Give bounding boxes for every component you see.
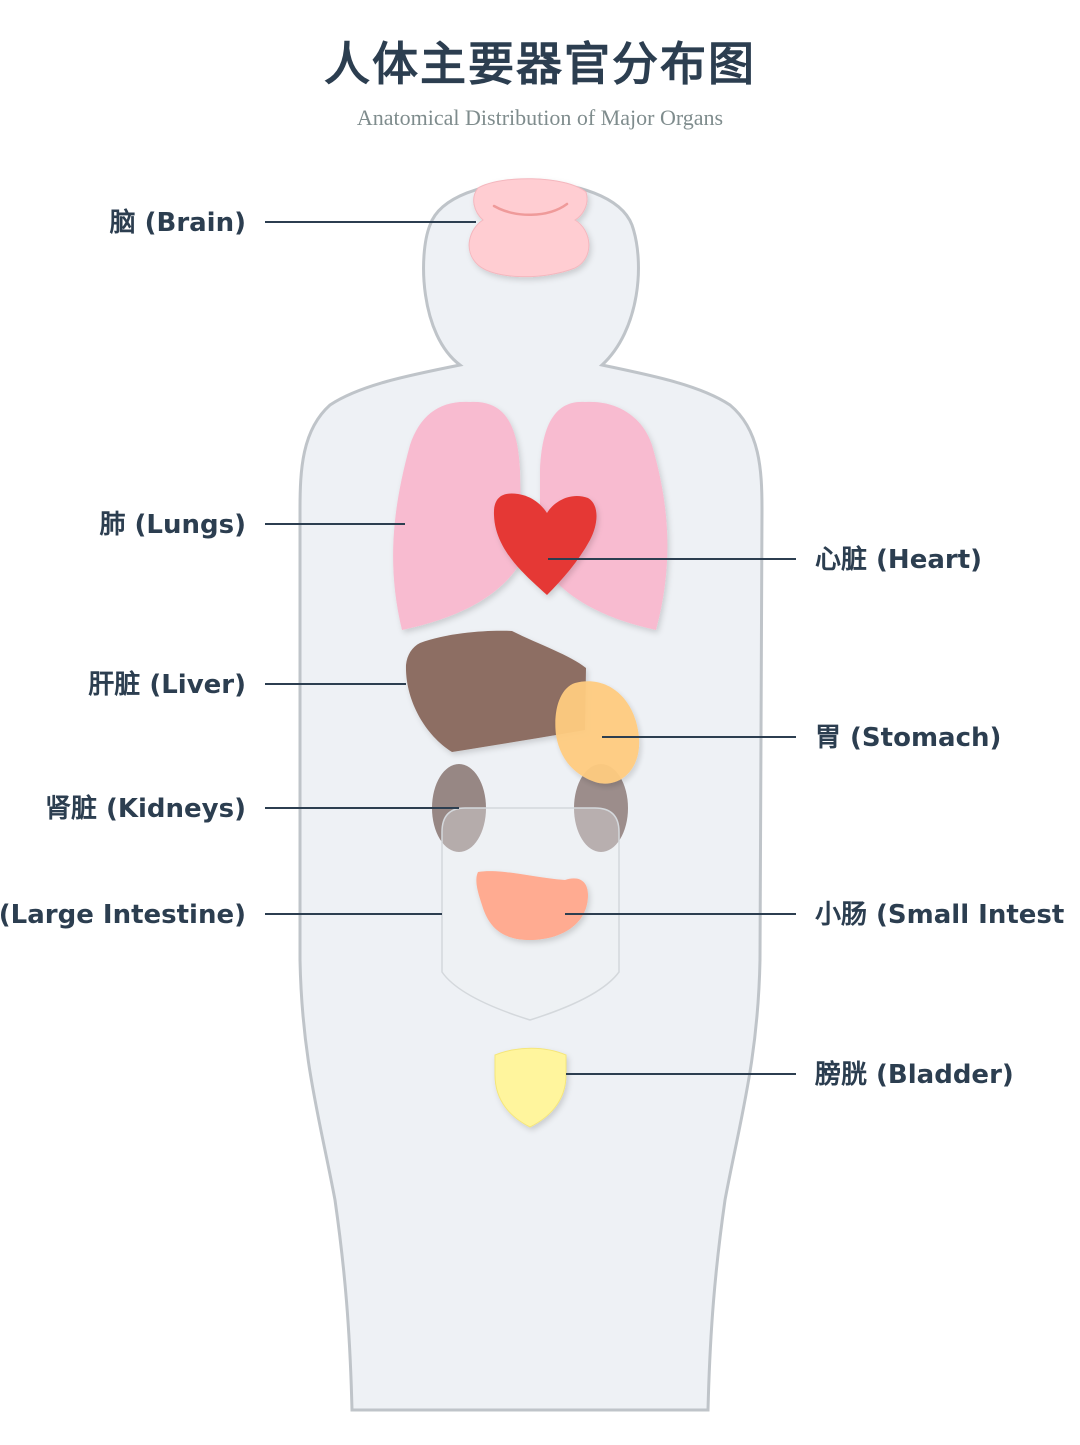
heart-organ[interactable] <box>493 493 597 595</box>
brain-organ[interactable] <box>468 178 590 278</box>
bladder-label: 膀胱 (Bladder) <box>814 1059 1014 1090</box>
small-intestine-organ[interactable] <box>476 871 588 940</box>
brain-label: 脑 (Brain) <box>110 208 246 238</box>
heart-label: 心脏 (Heart) <box>815 544 982 575</box>
large-intestine-label: (Large Intestine) <box>0 900 246 930</box>
lungs-organ[interactable] <box>393 401 668 630</box>
stomach-organ[interactable] <box>555 681 640 784</box>
small-intestine-label: 小肠 (Small Intest <box>815 900 1064 930</box>
lungs-label: 肺 (Lungs) <box>100 510 247 540</box>
body-silhouette <box>298 180 764 1412</box>
kidneys-label: 肾脏 (Kidneys) <box>45 793 246 824</box>
page-subtitle: Anatomical Distribution of Major Organs <box>356 105 724 130</box>
page-title: 人体主要器官分布图 <box>324 37 756 91</box>
liver-label: 肝脏 (Liver) <box>88 669 246 700</box>
stomach-label: 胃 (Stomach) <box>815 723 1001 753</box>
liver-organ[interactable] <box>405 630 586 752</box>
bladder-organ[interactable] <box>494 1047 567 1128</box>
leader-lines <box>265 221 796 1075</box>
